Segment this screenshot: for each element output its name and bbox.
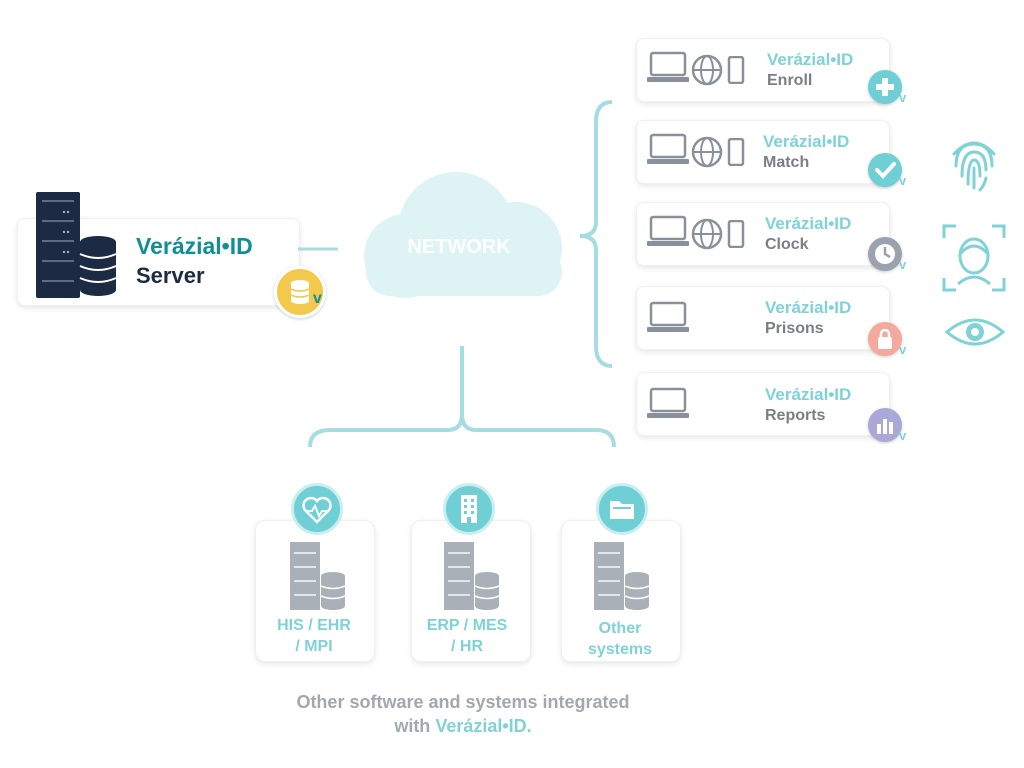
module-name: Prisons	[765, 320, 824, 337]
module-name: Clock	[765, 236, 809, 253]
phone-icon	[727, 220, 745, 248]
system-label-line1: Other	[598, 620, 642, 637]
v-mark: v	[899, 173, 907, 188]
v-mark: v	[899, 342, 907, 357]
module-name: Reports	[765, 407, 826, 424]
v-mark: v	[899, 90, 907, 105]
caption-line2-prefix: with	[394, 716, 436, 736]
module-name: Enroll	[767, 72, 813, 89]
server-rack-icon	[444, 542, 500, 610]
module-card-match	[636, 120, 890, 184]
module-card-reports	[636, 372, 890, 436]
caption-line1: Other software and systems integrated	[296, 692, 630, 712]
module-brand: Verázial•ID	[763, 132, 850, 151]
folder-icon	[596, 483, 648, 535]
server-rack-icon	[290, 542, 346, 610]
module-card-enroll	[636, 38, 890, 102]
globe-icon	[691, 136, 723, 168]
fingerprint-icon	[952, 141, 996, 192]
lock-icon	[868, 322, 902, 356]
globe-icon	[691, 54, 723, 86]
eye-icon	[944, 318, 1006, 346]
module-brand: Verázial•ID	[767, 50, 854, 69]
module-brand: Verázial•ID	[765, 298, 852, 317]
laptop-icon	[647, 387, 689, 418]
laptop-icon	[647, 215, 689, 246]
laptop-icon	[647, 133, 689, 164]
plus-icon	[868, 70, 902, 104]
system-label-line1: HIS / EHR	[277, 617, 351, 634]
caption-brand: Verázial•ID.	[435, 716, 532, 736]
system-label-line2: / MPI	[295, 638, 333, 655]
module-name: Match	[763, 154, 810, 171]
heart-monitor-icon	[291, 483, 343, 535]
caption: Other software and systems integrated wi…	[180, 690, 746, 738]
building-icon	[443, 483, 495, 535]
server-v-mark: v	[313, 290, 322, 307]
v-mark: v	[899, 257, 907, 272]
module-card-clock	[636, 202, 890, 266]
globe-icon	[691, 218, 723, 250]
system-label-line1: ERP / MES	[426, 617, 508, 634]
v-mark: v	[899, 428, 907, 443]
phone-icon	[727, 138, 745, 166]
server-role: Server	[136, 263, 205, 288]
server-rack-icon	[36, 192, 117, 298]
module-brand: Verázial•ID	[765, 385, 852, 404]
server-rack-icon	[594, 542, 650, 610]
database-icon	[290, 280, 310, 304]
server-database-badge	[274, 266, 326, 318]
face-icon	[942, 224, 1006, 292]
network-cloud-icon	[364, 172, 562, 298]
bar-chart-icon	[868, 408, 902, 442]
server-brand: Verázial•ID	[136, 233, 253, 259]
system-label-line2: systems	[587, 641, 653, 658]
phone-icon	[727, 56, 745, 84]
module-brand: Verázial•ID	[765, 214, 852, 233]
laptop-icon	[647, 301, 689, 332]
caption-line2: with Verázial•ID.	[180, 714, 746, 738]
laptop-icon	[647, 51, 689, 82]
check-icon	[868, 153, 902, 187]
network-label: NETWORK	[407, 236, 511, 258]
system-label-line2: / HR	[451, 638, 483, 655]
module-card-prisons	[636, 286, 890, 350]
clock-icon	[868, 237, 902, 271]
